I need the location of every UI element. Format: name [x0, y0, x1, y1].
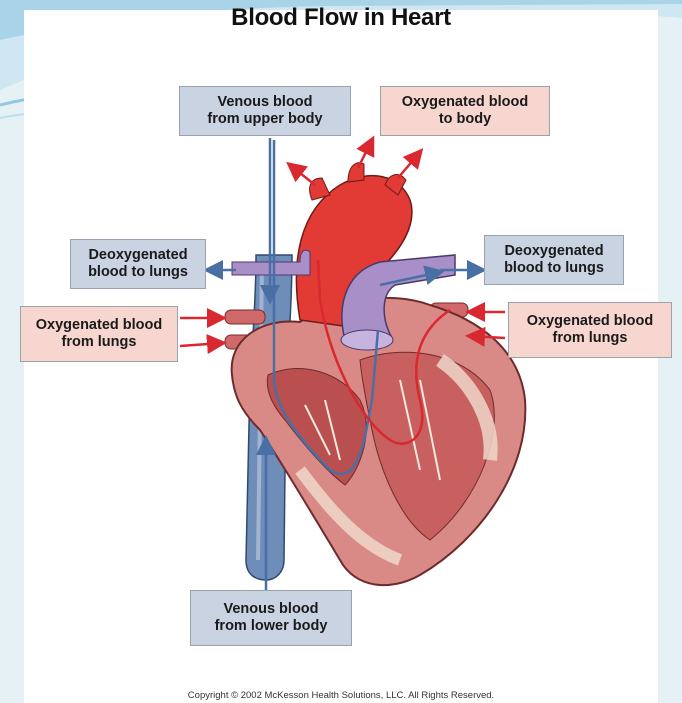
arrow-oxy-body-2	[358, 140, 372, 168]
label-venous-upper: Venous blood from upper body	[179, 86, 351, 136]
label-venous-lower: Venous blood from lower body	[190, 590, 352, 646]
arrow-oxy-body-3	[398, 152, 420, 178]
label-deoxy-right: Deoxygenated blood to lungs	[484, 235, 624, 285]
label-deoxy-left: Deoxygenated blood to lungs	[70, 239, 206, 289]
label-oxy-to-body: Oxygenated blood to body	[380, 86, 550, 136]
label-oxy-from-lungs-right: Oxygenated blood from lungs	[508, 302, 672, 358]
arrow-oxy-lungs-left-2	[180, 343, 222, 346]
copyright-text: Copyright © 2002 McKesson Health Solutio…	[0, 690, 682, 701]
arrow-oxy-body-1	[290, 165, 315, 185]
label-oxy-from-lungs-left: Oxygenated blood from lungs	[20, 306, 178, 362]
